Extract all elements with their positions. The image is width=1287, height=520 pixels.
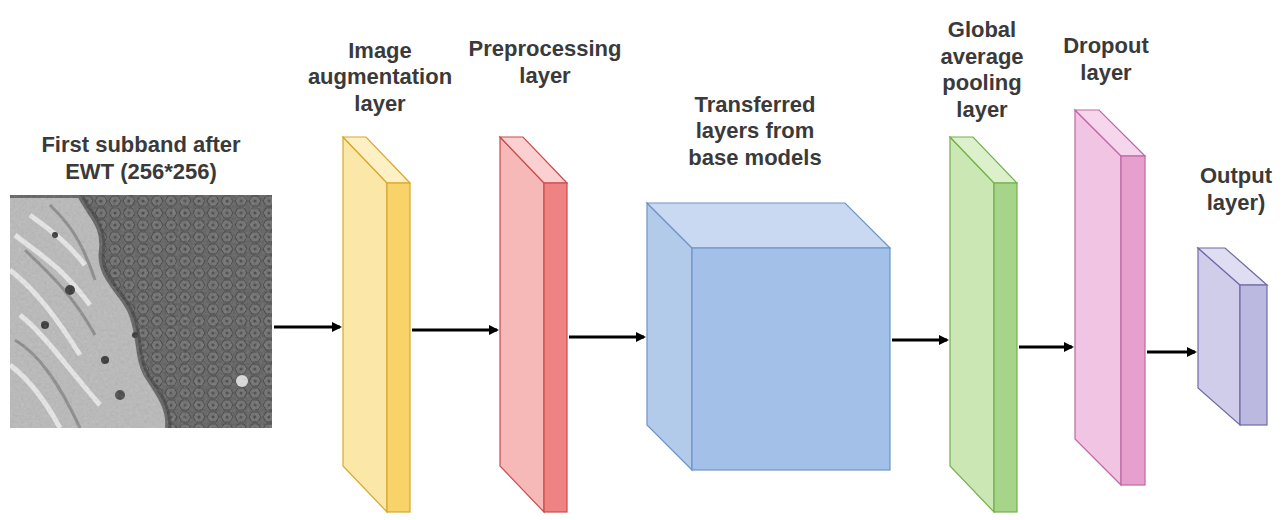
layer-label: Image augmentation layer (295, 38, 465, 117)
block-side (500, 137, 544, 512)
block-top (500, 137, 567, 183)
layer-block: Output layer) (1198, 248, 1267, 425)
block-front (692, 248, 890, 470)
block-side (1075, 110, 1121, 485)
block-front (387, 183, 410, 512)
layer-block (1198, 248, 1267, 425)
layer-block (500, 137, 567, 512)
layer-block (950, 137, 1017, 512)
block-front (1240, 285, 1267, 425)
input-image: First subband after EWT (256*256) (10, 195, 272, 428)
block-side (343, 137, 387, 512)
block-side (950, 137, 994, 512)
flow-arrow (1019, 346, 1072, 349)
layer-label: Global average pooling layer (922, 17, 1042, 123)
layer-block: Image augmentation layer (343, 137, 410, 512)
block-top (647, 203, 890, 248)
block-front (994, 183, 1017, 512)
layer-block (647, 203, 890, 470)
layer-block (343, 137, 410, 512)
block-top (1198, 248, 1267, 285)
flow-arrow (569, 336, 644, 339)
layer-block (1075, 110, 1145, 485)
layer-label: Preprocessing layer (440, 36, 650, 89)
block-top (343, 137, 410, 183)
layer-label: First subband after EWT (256*256) (41, 132, 241, 185)
layer-label: Transferred layers from base models (670, 92, 840, 171)
flow-arrow (412, 329, 497, 332)
flow-arrow (274, 326, 340, 329)
flow-arrow (1147, 351, 1195, 354)
layer-block: Dropout layer (1075, 110, 1145, 485)
layer-label: Dropout layer (1046, 33, 1166, 86)
block-front (544, 183, 567, 512)
layer-label: Output layer) (1188, 163, 1284, 216)
block-front (1121, 156, 1145, 485)
layer-block: Transferred layers from base models (647, 203, 890, 470)
block-top (950, 137, 1017, 183)
block-side (647, 203, 692, 470)
block-top (1075, 110, 1145, 156)
layer-block: Preprocessing layer (500, 137, 567, 512)
layer-block: Global average pooling layer (950, 137, 1017, 512)
flow-arrow (892, 339, 947, 342)
histology-image (10, 195, 272, 428)
